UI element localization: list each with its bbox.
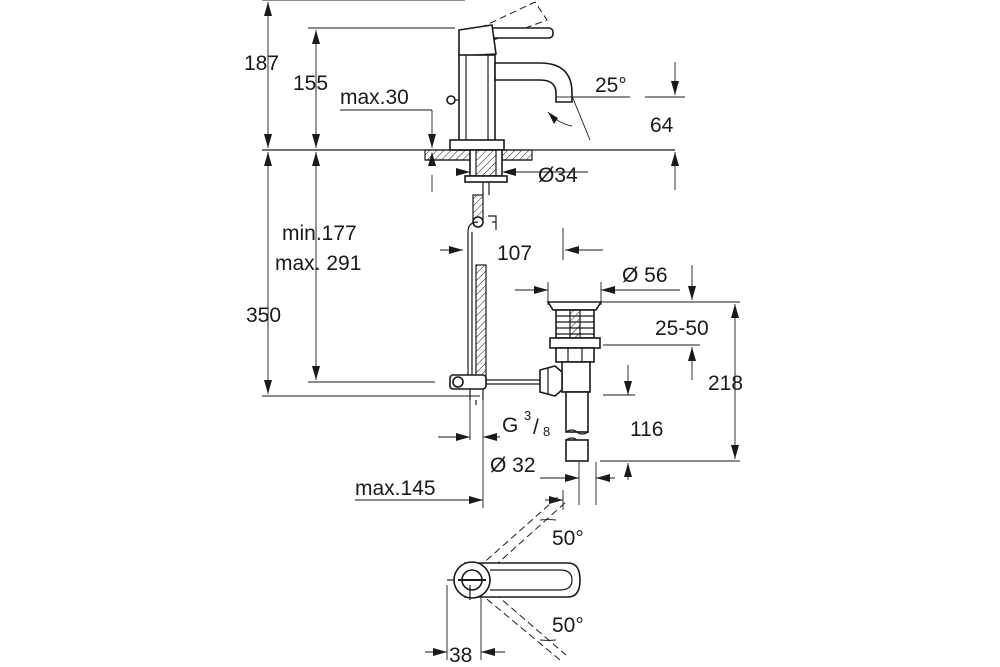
dim-64: 64 — [650, 114, 674, 137]
dim-hose-max: max. 291 — [275, 252, 361, 275]
drain-nut — [555, 347, 595, 363]
faucet-lever — [484, 27, 554, 39]
dim-thread-numerator: 3 — [524, 408, 531, 423]
faucet-body — [446, 1, 573, 151]
dim-drain-diameter: Ø 56 — [622, 264, 668, 287]
supply-hoses — [449, 194, 540, 405]
top-view — [447, 494, 581, 661]
dim-107: 107 — [497, 242, 532, 265]
faucet-spout — [494, 62, 573, 103]
dim-218: 218 — [708, 372, 743, 395]
dim-angle-upper: 50° — [552, 527, 584, 550]
dim-hole-diameter: Ø34 — [538, 164, 578, 187]
mounting-nut — [464, 175, 508, 183]
pivot-nut — [539, 365, 563, 397]
drain-flange — [549, 337, 601, 349]
dim-thread: G — [502, 414, 518, 437]
dim-pipe-diameter: Ø 32 — [490, 454, 536, 477]
dim-thread-slash: / — [533, 416, 539, 439]
dim-hose-min: min.177 — [282, 222, 357, 245]
dim-38: 38 — [449, 644, 472, 667]
dim-187: 187 — [244, 52, 279, 75]
dim-thread-denominator: 8 — [543, 424, 550, 439]
dim-max30: max.30 — [340, 86, 409, 109]
hose-lower — [475, 264, 487, 384]
dim-116: 116 — [630, 418, 663, 441]
drain-stopper — [546, 301, 603, 311]
dim-25-50: 25-50 — [655, 317, 709, 340]
faucet-base — [449, 139, 505, 151]
dim-angle-spout: 25° — [595, 74, 627, 97]
cartridge-cap — [458, 24, 497, 57]
popup-rod-knob — [446, 95, 456, 105]
dim-350: 350 — [246, 304, 281, 327]
dim-max145: max.145 — [355, 477, 436, 500]
faucet-column — [458, 54, 496, 151]
pop-up-drain — [539, 301, 603, 462]
handle-top-view — [464, 562, 581, 598]
dimension-lines — [264, 2, 739, 656]
dimension-labels: 187 155 max.30 25° 64 Ø34 min.177 max. 2… — [244, 52, 743, 667]
dim-155: 155 — [293, 72, 328, 95]
countertop-section — [424, 149, 533, 195]
dim-angle-lower: 50° — [552, 614, 584, 637]
drain-tailpiece — [565, 391, 589, 433]
pivot-housing — [561, 361, 591, 393]
